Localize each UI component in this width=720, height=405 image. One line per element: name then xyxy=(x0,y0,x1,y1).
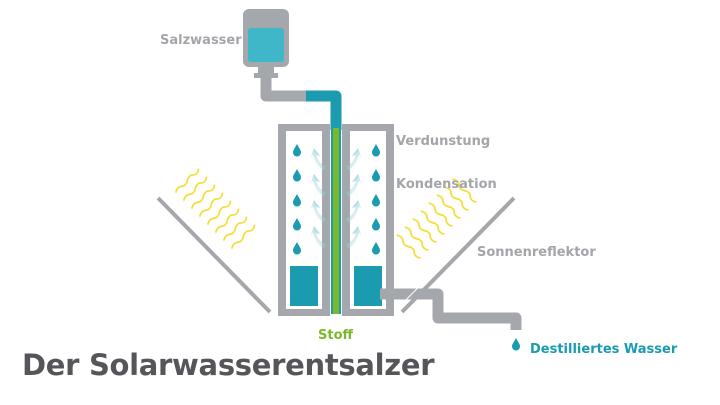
label-reflector: Sonnenreflektor xyxy=(477,245,596,260)
label-distilled-water: Destilliertes Wasser xyxy=(530,342,678,357)
saltwater-tank xyxy=(243,9,289,78)
label-condensation: Kondensation xyxy=(396,177,497,192)
feed-pipe xyxy=(260,78,342,130)
central-tube xyxy=(331,128,341,314)
label-saltwater: Salzwasser xyxy=(160,33,242,48)
label-substance: Stoff xyxy=(318,328,354,343)
label-evaporation: Verdunstung xyxy=(396,134,491,149)
page-title: Der Solarwasserentsalzer xyxy=(22,348,435,382)
sun-reflector xyxy=(156,193,516,314)
